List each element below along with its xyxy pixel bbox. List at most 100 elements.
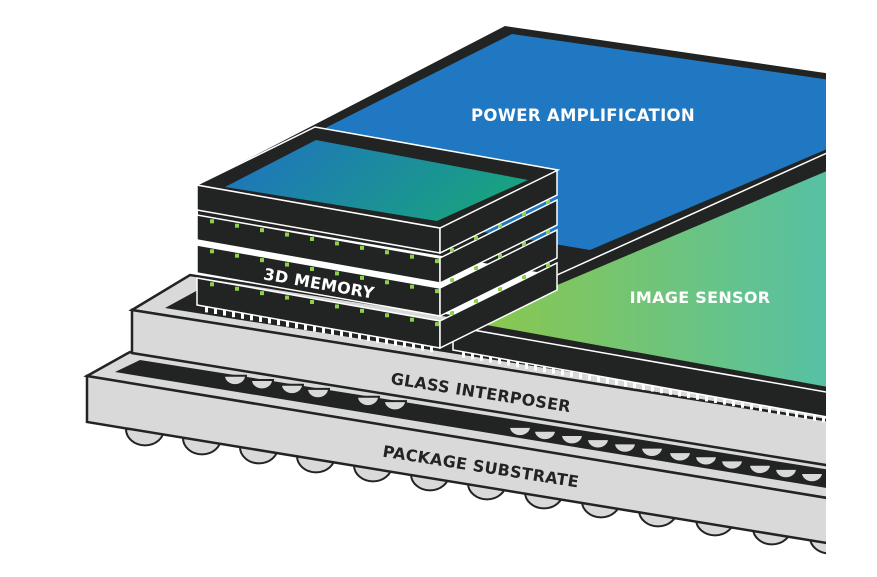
- memory-die-side: [439, 198, 558, 285]
- micro-bump: [612, 442, 638, 454]
- bump-tick: [430, 346, 433, 353]
- micro-bump: [667, 451, 693, 463]
- via-dot: [435, 259, 439, 264]
- via-dot: [335, 304, 339, 309]
- via-dot: [235, 286, 239, 291]
- bump-tick: [615, 379, 618, 386]
- micro-bump: [355, 395, 381, 408]
- via-dot: [360, 275, 364, 280]
- bump-tick: [687, 392, 690, 399]
- via-dot: [260, 291, 264, 296]
- bump-tick: [471, 353, 474, 360]
- bump-tick: [462, 351, 465, 358]
- bump-tick: [412, 343, 415, 350]
- micro-bump: [799, 471, 825, 484]
- via-dot: [260, 228, 264, 233]
- bump-tick: [304, 323, 307, 330]
- via-dot: [410, 317, 414, 322]
- bump-tick: [322, 327, 325, 334]
- bump-tick: [624, 380, 627, 387]
- bump-tick: [331, 328, 334, 335]
- via-dot: [522, 212, 526, 216]
- via-dot: [335, 271, 339, 276]
- via-dot: [310, 237, 314, 242]
- bump-tick: [525, 362, 528, 369]
- micro-bump: [559, 434, 585, 446]
- via-dot: [235, 223, 239, 228]
- bump-tick: [669, 388, 672, 395]
- micro-bump: [639, 446, 665, 458]
- micro-bump: [222, 374, 248, 387]
- bump-tick: [606, 377, 609, 384]
- bump-tick: [358, 333, 361, 340]
- bump-tick: [403, 341, 406, 348]
- bump-tick: [705, 395, 708, 402]
- via-dot: [450, 248, 454, 252]
- micro-bump: [382, 400, 408, 412]
- micro-bump: [773, 467, 799, 480]
- via-dot: [498, 224, 502, 228]
- bump-tick: [277, 319, 280, 326]
- bump-tick: [385, 338, 388, 345]
- bump-tick: [340, 330, 343, 337]
- via-dot: [360, 245, 364, 250]
- bump-tick: [642, 384, 645, 391]
- via-dot: [410, 254, 414, 259]
- via-dot: [260, 258, 264, 263]
- via-dot: [385, 313, 389, 318]
- micro-bump: [249, 379, 275, 391]
- bump-tick: [750, 403, 753, 410]
- bump-tick: [714, 396, 717, 403]
- bump-tick: [777, 408, 780, 415]
- micro-bump: [507, 425, 533, 438]
- micro-bump: [747, 463, 773, 476]
- bump-tick: [732, 400, 735, 407]
- bump-tick: [205, 306, 208, 313]
- via-dot: [474, 266, 478, 270]
- via-dot: [546, 263, 550, 267]
- via-dot: [285, 232, 289, 237]
- via-dot: [450, 311, 454, 315]
- memory-die-side: [439, 261, 558, 350]
- bump-tick: [723, 398, 726, 405]
- micro-bump: [279, 383, 305, 396]
- via-dot: [335, 241, 339, 246]
- bump-tick: [660, 387, 663, 394]
- via-dot: [235, 253, 239, 258]
- bump-tick: [651, 385, 654, 392]
- bump-tick: [313, 325, 316, 332]
- image-sensor-microbumps: [462, 351, 825, 423]
- bump-tick: [232, 311, 235, 318]
- bump-tick: [579, 372, 582, 379]
- bump-tick: [597, 375, 600, 382]
- bump-tick: [804, 413, 807, 420]
- via-dot: [474, 236, 478, 240]
- bump-tick: [214, 308, 217, 315]
- bump-tick: [768, 406, 771, 413]
- bump-tick: [822, 416, 825, 423]
- via-dot: [210, 282, 214, 287]
- via-dot: [285, 262, 289, 267]
- bump-tick: [367, 335, 370, 342]
- via-dot: [435, 322, 439, 327]
- via-dot: [385, 280, 389, 285]
- bump-tick: [678, 390, 681, 397]
- via-dot: [310, 267, 314, 272]
- bump-tick: [480, 354, 483, 361]
- bump-tick: [241, 312, 244, 319]
- bump-tick: [543, 366, 546, 373]
- bump-tick: [394, 339, 397, 346]
- via-dot: [410, 284, 414, 289]
- bump-tick: [813, 414, 816, 421]
- micro-bump: [585, 438, 611, 450]
- via-dot: [210, 249, 214, 254]
- label-image-sensor: IMAGE SENSOR: [630, 288, 771, 307]
- bump-tick: [421, 344, 424, 351]
- via-dot: [522, 242, 526, 246]
- via-dot: [285, 295, 289, 300]
- via-dot: [546, 200, 550, 204]
- via-dot: [498, 254, 502, 258]
- via-dot: [498, 287, 502, 291]
- bump-tick: [795, 411, 798, 418]
